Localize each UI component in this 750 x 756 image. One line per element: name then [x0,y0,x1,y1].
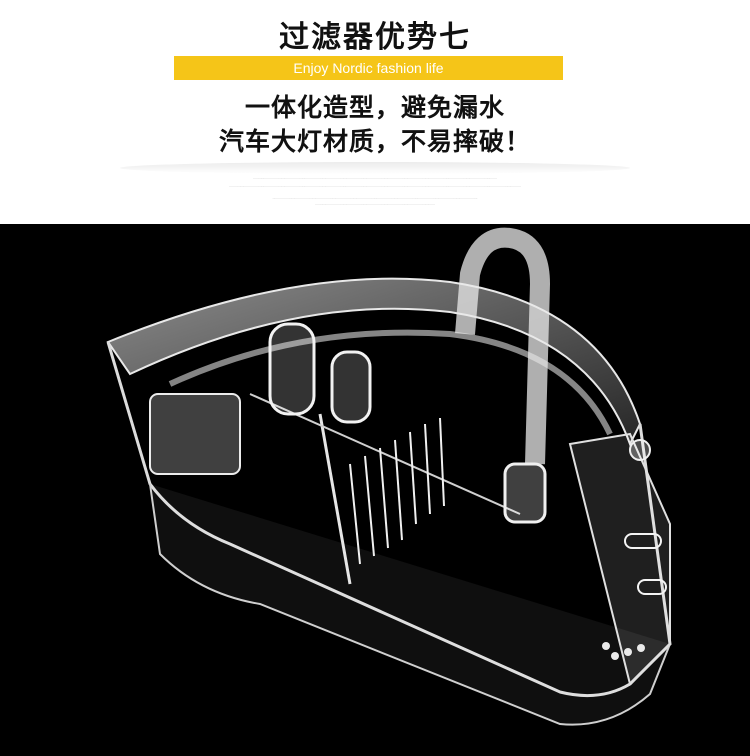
fine-print-decoration: ........................................… [272,196,478,200]
header-section: 过滤器优势七 Enjoy Nordic fashion life 一体化造型，避… [0,0,750,224]
page-title: 过滤器优势七 [279,20,471,55]
filter-comb [349,417,445,565]
feature-line-2: 汽车大灯材质，不易摔破！ [218,127,531,156]
divider-wall [318,413,352,585]
feature-line-1: 一体化造型，避免漏水 [244,93,505,122]
fine-print-decoration: ........................................… [252,176,498,180]
hole [611,652,619,660]
pipe-outlet [503,462,547,524]
tube-left [268,322,316,416]
filter-box-illustration [106,227,672,726]
gooseneck-pipe [455,227,551,465]
inlet-block [149,393,241,475]
vent-slot [624,533,662,549]
curved-back-wall [106,277,642,447]
base-edge [149,483,671,726]
fine-print-decoration: ........................................… [314,202,436,206]
product-photo [0,224,750,756]
fine-print-decoration: ........................................… [229,184,521,188]
tube-middle [330,350,372,424]
inner-rim [168,329,613,436]
divider-shadow [120,162,630,174]
front-edge [106,341,672,698]
hole [624,648,632,656]
hole [602,642,610,650]
mount-knob [629,439,651,461]
vent-slot [637,579,667,595]
hole [637,644,645,652]
side-panel [568,432,671,686]
yellow-banner: Enjoy Nordic fashion life [174,56,563,80]
